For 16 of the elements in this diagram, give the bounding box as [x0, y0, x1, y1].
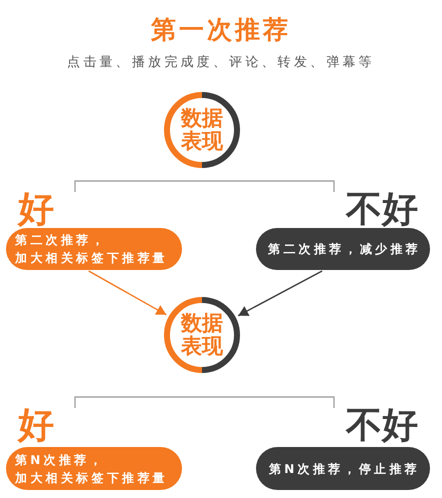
arrow	[88, 270, 167, 316]
verdict-heading: 不好	[346, 192, 418, 228]
result-pill: 第N次推荐，加大相关标签下推荐量	[6, 447, 182, 490]
circle-label: 数据表现	[180, 107, 224, 153]
result-pill: 第二次推荐，加大相关标签下推荐量	[6, 228, 182, 270]
title: 第一次推荐	[151, 14, 291, 46]
result-pill: 第N次推荐，停止推荐	[256, 447, 430, 490]
verdict-heading: 好	[18, 408, 54, 444]
verdict-heading: 好	[18, 192, 54, 228]
bracket-line	[74, 180, 335, 192]
circle-label: 数据表现	[180, 312, 224, 358]
bracket-line	[74, 396, 335, 408]
verdict-heading: 不好	[346, 408, 418, 444]
subtitle: 点击量、播放完成度、评论、转发、弹幕等	[67, 54, 375, 72]
arrow	[238, 270, 322, 316]
result-pill: 第二次推荐，减少推荐	[256, 228, 430, 270]
